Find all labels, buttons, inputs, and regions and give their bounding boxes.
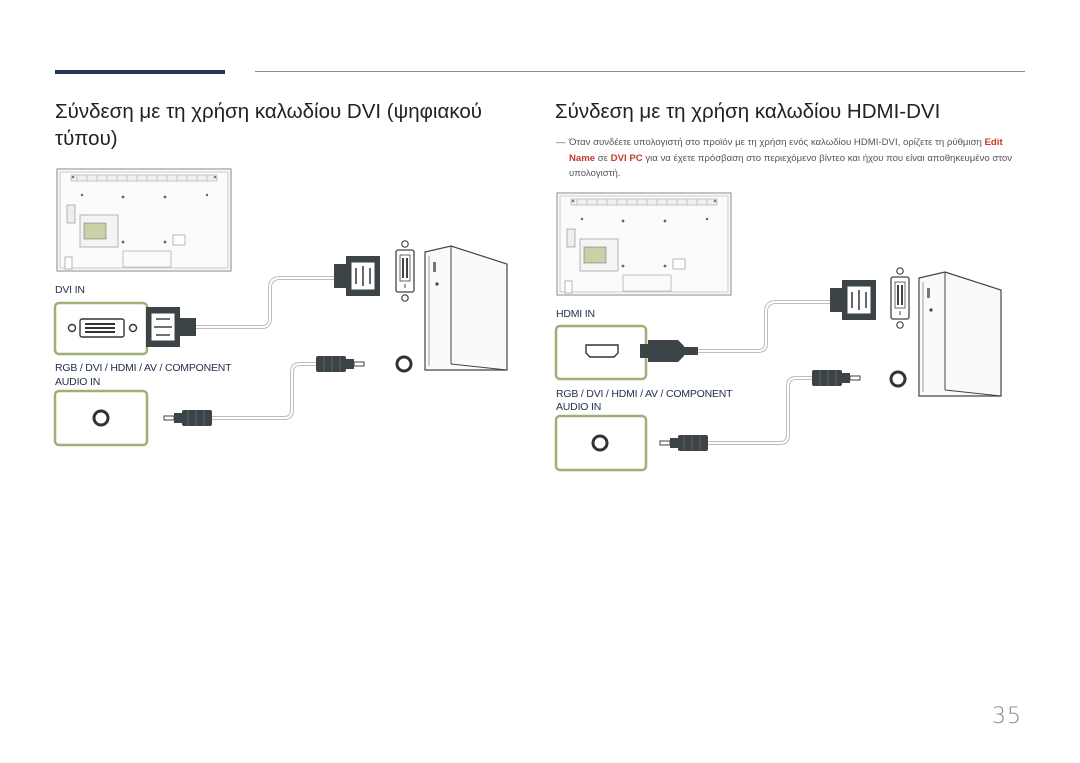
right-diagram (554, 192, 1002, 472)
pc-tower-left (424, 245, 508, 371)
pc-audio-jack-right (889, 370, 907, 388)
label-audio-in-right-line1: RGB / DVI / HDMI / AV / COMPONENT (556, 388, 733, 400)
header-accent-bar (55, 70, 225, 74)
page-number: 35 (992, 704, 1022, 729)
hdmi-dvi-note: ― Όταν συνδέετε υπολογιστή στο προϊόν με… (556, 135, 1016, 182)
dvi-cable-plug-pc-right (830, 280, 876, 320)
pc-audio-jack-left (395, 355, 413, 373)
note-dash: ― (556, 137, 566, 148)
monitor-rear-panel-left (56, 168, 232, 272)
label-audio-in-left-line2: AUDIO IN (55, 376, 101, 388)
dvi-cable-plug-pc (334, 256, 380, 296)
header-rule (255, 71, 1025, 72)
dvi-in-port (67, 318, 138, 338)
note-text-2: σε (595, 152, 611, 164)
audio-plug-pc-right (811, 369, 861, 387)
note-text-1: Όταν συνδέετε υπολογιστή στο προϊόν με τ… (569, 137, 985, 148)
note-keyword-dvi-pc: DVI PC (610, 152, 643, 164)
audio-plug-monitor-left (163, 409, 213, 427)
label-dvi-in: DVI IN (55, 284, 85, 296)
hdmi-cable-plug-monitor (640, 340, 698, 362)
note-paragraph: Όταν συνδέετε υπολογιστή στο προϊόν με τ… (569, 135, 1016, 182)
label-audio-in-right-line2: AUDIO IN (556, 401, 602, 413)
label-hdmi-in: HDMI IN (556, 308, 595, 320)
note-keyword-edit-name: Edit Name (569, 137, 1003, 164)
dvi-cable-plug-monitor (146, 307, 196, 347)
left-diagram (53, 168, 508, 447)
audio-in-jack-left (92, 409, 110, 427)
audio-plug-monitor-right (659, 434, 709, 452)
hdmi-in-port (585, 344, 619, 358)
monitor-rear-panel-right (556, 192, 732, 296)
pc-tower-right (918, 271, 1002, 397)
audio-plug-pc-left (315, 355, 365, 373)
label-audio-in-left-line1: RGB / DVI / HDMI / AV / COMPONENT (55, 362, 232, 374)
section-heading-dvi: Σύνδεση με τη χρήση καλωδίου DVI (ψηφιακ… (55, 100, 482, 150)
hdmi-dvi-cable (698, 300, 830, 353)
note-text-3: για να έχετε πρόσβαση στο περιεχόμενο βί… (569, 152, 1013, 180)
dvi-cable (196, 276, 334, 329)
section-heading-hdmi-dvi: Σύνδεση με τη χρήση καλωδίου HDMI-DVI (555, 100, 941, 123)
pc-dvi-port (395, 240, 415, 302)
audio-in-jack-right (591, 434, 609, 452)
pc-dvi-port-right (890, 267, 910, 329)
